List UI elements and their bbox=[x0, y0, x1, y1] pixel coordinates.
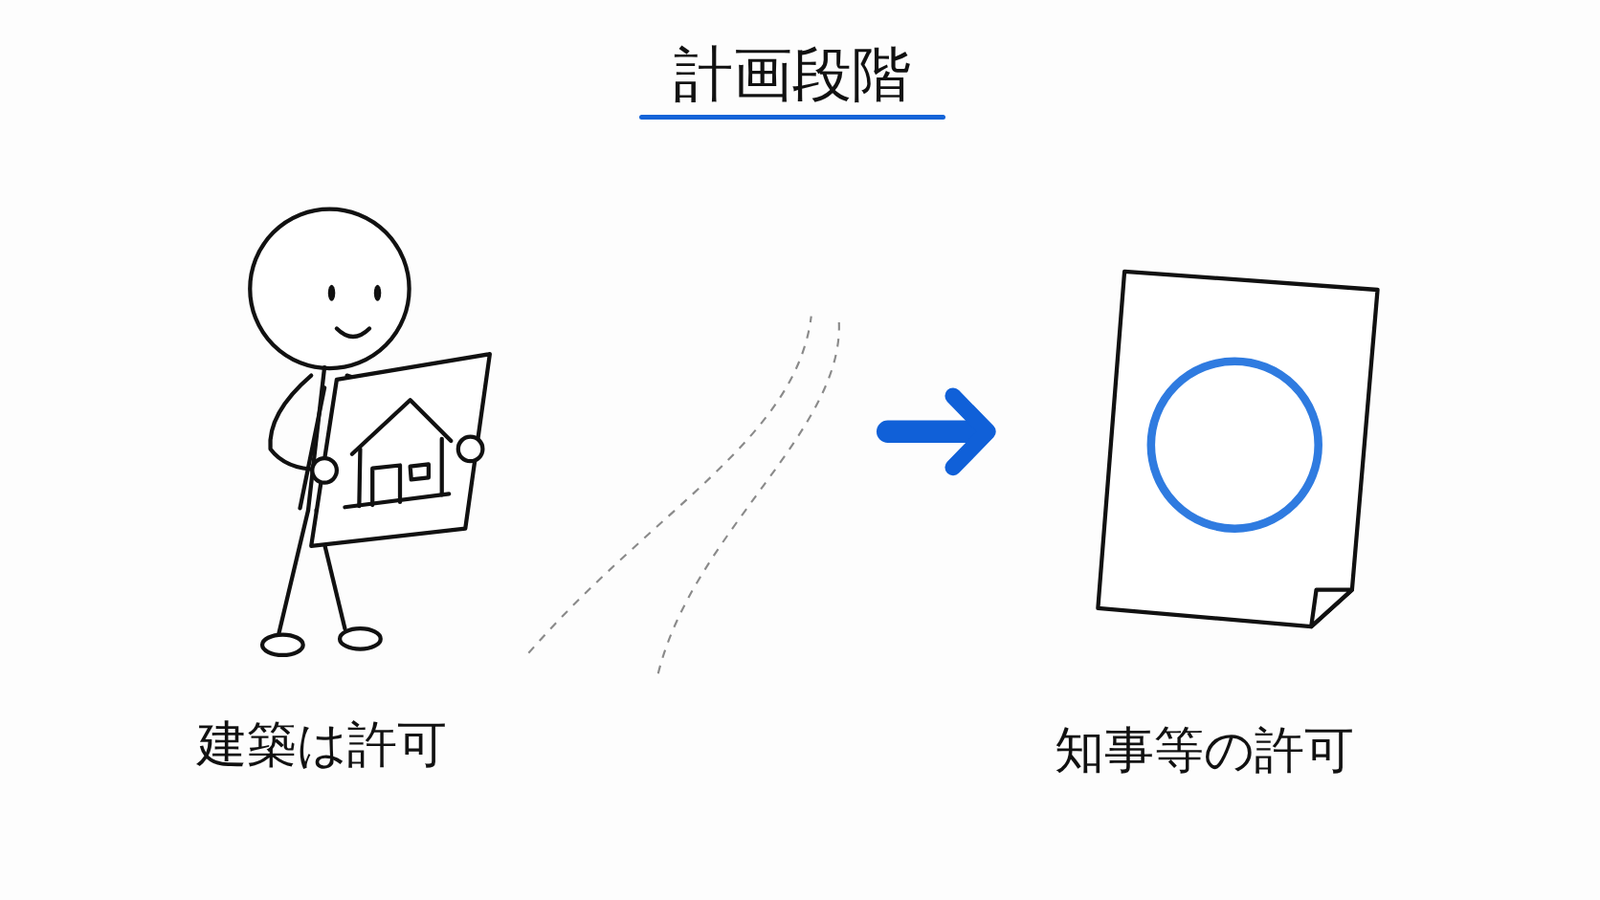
permit-document bbox=[1097, 271, 1378, 627]
approval-circle bbox=[1151, 361, 1319, 530]
blueprint bbox=[311, 354, 490, 547]
title-underline bbox=[639, 114, 946, 120]
figure-head bbox=[249, 209, 409, 369]
arrow bbox=[888, 396, 989, 468]
title: 計画段階 bbox=[673, 42, 912, 108]
caption-label: 知事等の許可 bbox=[1054, 723, 1355, 778]
caption-label: 建築は許可 bbox=[197, 717, 447, 773]
